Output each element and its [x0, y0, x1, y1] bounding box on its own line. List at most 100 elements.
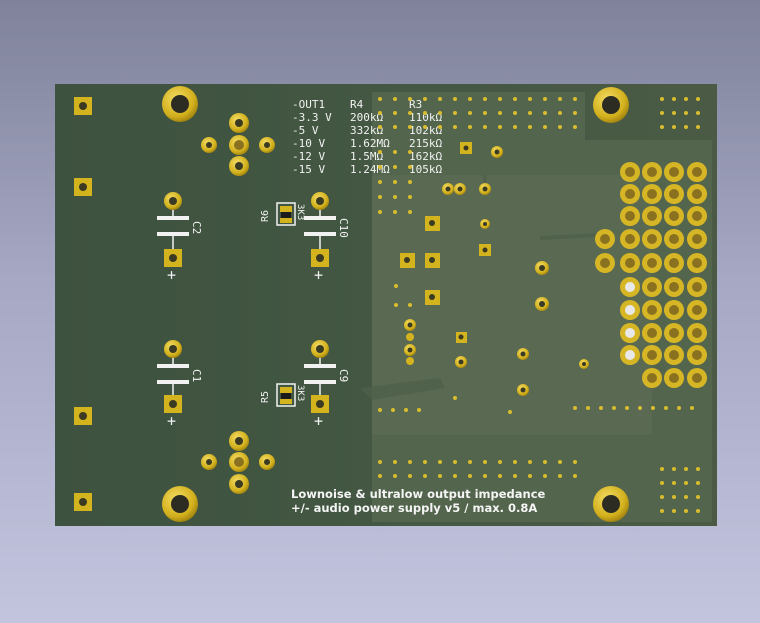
- output-pad: [642, 345, 662, 365]
- board-title-line2: +/- audio power supply v5 / max. 0.8A: [291, 501, 537, 515]
- via: [684, 509, 688, 513]
- resistor-r6: [276, 202, 296, 226]
- via: [498, 474, 502, 478]
- via: [468, 97, 472, 101]
- mounting-hole-bottom-right: [593, 486, 629, 522]
- via: [423, 474, 427, 478]
- via: [393, 97, 397, 101]
- via: [393, 195, 397, 199]
- via: [453, 111, 457, 115]
- output-pad: [620, 277, 640, 297]
- table-cell-r4: 200kΩ: [350, 111, 383, 124]
- via: [438, 460, 442, 464]
- output-pad: [620, 345, 640, 365]
- via: [378, 460, 382, 464]
- via: [660, 481, 664, 485]
- mounting-hole-top-left: [162, 86, 198, 122]
- via: [438, 474, 442, 478]
- c10-label: C10: [337, 218, 350, 238]
- via: [696, 97, 700, 101]
- via: [423, 460, 427, 464]
- output-pad: [687, 368, 707, 388]
- via: [558, 111, 562, 115]
- via: [408, 303, 412, 307]
- table-cell-r3: 102kΩ: [409, 124, 442, 137]
- capacitor-c2: [157, 192, 189, 267]
- via: [483, 460, 487, 464]
- output-pad: [664, 184, 684, 204]
- table-cell-r4: 1.5MΩ: [350, 150, 383, 163]
- via: [468, 460, 472, 464]
- via: [696, 509, 700, 513]
- table-cell-voltage: -12 V: [292, 150, 325, 163]
- via: [438, 111, 442, 115]
- output-pad: [620, 162, 640, 182]
- via: [684, 97, 688, 101]
- board-title-line1: Lownoise & ultralow output impedance: [291, 487, 546, 501]
- mounting-hole-top-right: [593, 87, 629, 123]
- via: [408, 165, 412, 169]
- via: [677, 406, 681, 410]
- table-cell-r3: 105kΩ: [409, 163, 442, 176]
- via: [417, 408, 421, 412]
- via: [391, 408, 395, 412]
- table-header-r4: R4: [350, 98, 364, 111]
- output-pad: [687, 300, 707, 320]
- output-pad: [687, 277, 707, 297]
- output-pad: [687, 184, 707, 204]
- via: [638, 406, 642, 410]
- output-pad: [664, 229, 684, 249]
- via: [408, 474, 412, 478]
- via: [558, 125, 562, 129]
- via: [423, 97, 427, 101]
- via: [408, 97, 412, 101]
- c2-plus-sign: +: [167, 266, 176, 284]
- via: [408, 180, 412, 184]
- output-pad: [642, 368, 662, 388]
- table-cell-voltage: -10 V: [292, 137, 325, 150]
- via: [378, 195, 382, 199]
- via: [528, 111, 532, 115]
- output-pad: [620, 229, 640, 249]
- via: [378, 111, 382, 115]
- via: [660, 495, 664, 499]
- c9-plus-sign: +: [314, 412, 323, 430]
- via: [438, 125, 442, 129]
- via: [453, 396, 457, 400]
- capacitor-c10: [304, 192, 336, 267]
- output-pad: [642, 162, 662, 182]
- output-pad: [664, 300, 684, 320]
- trace-1: [360, 378, 445, 400]
- via: [573, 406, 577, 410]
- output-pad: [642, 253, 662, 273]
- output-pad: [642, 206, 662, 226]
- output-pad: [687, 253, 707, 273]
- output-pad: [687, 229, 707, 249]
- via: [684, 125, 688, 129]
- via: [586, 406, 590, 410]
- via: [660, 97, 664, 101]
- r5-value-label: 3K3: [295, 385, 305, 401]
- via: [528, 125, 532, 129]
- connector-top-pads: [201, 113, 275, 176]
- output-pad-array: [595, 162, 707, 388]
- via: [498, 460, 502, 464]
- output-pad: [687, 323, 707, 343]
- table-cell-r3: 110kΩ: [409, 111, 442, 124]
- via: [528, 460, 532, 464]
- c2-label: C2: [190, 221, 203, 234]
- small-round-pads: [404, 146, 589, 396]
- via: [408, 460, 412, 464]
- via: [672, 495, 676, 499]
- output-pad: [642, 300, 662, 320]
- via: [612, 406, 616, 410]
- via: [599, 406, 603, 410]
- via: [513, 125, 517, 129]
- via: [543, 474, 547, 478]
- output-pad: [595, 253, 615, 273]
- c1-plus-sign: +: [167, 412, 176, 430]
- c1-label: C1: [190, 369, 203, 382]
- via: [660, 125, 664, 129]
- via: [684, 111, 688, 115]
